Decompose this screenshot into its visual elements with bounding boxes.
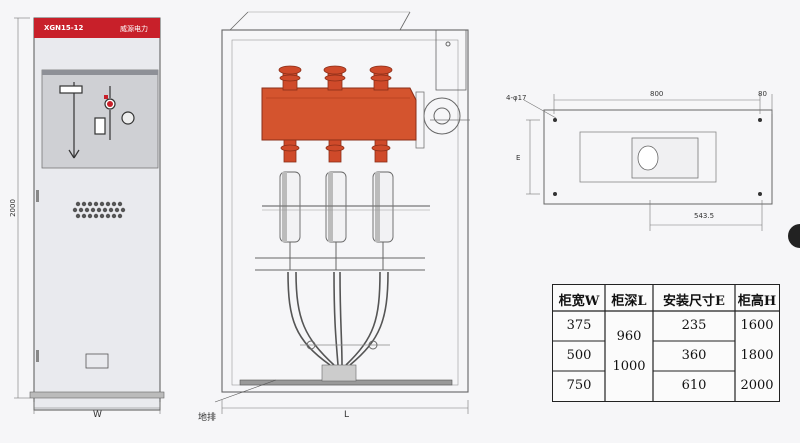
height-value: 1600 bbox=[740, 318, 774, 333]
height-value: 2000 bbox=[740, 378, 774, 393]
header-width: 柜宽W bbox=[558, 294, 600, 309]
height-dimension-label: 2000 bbox=[8, 199, 17, 217]
cable-bundle bbox=[287, 271, 389, 366]
plan-edge-label: 80 bbox=[758, 90, 767, 98]
table-grid bbox=[553, 285, 779, 401]
cabinet-model-label: XGN15-12 bbox=[44, 24, 84, 32]
depth-dimension-label: L bbox=[344, 410, 350, 420]
mount-value: 235 bbox=[681, 318, 707, 333]
width-value: 375 bbox=[566, 318, 592, 333]
side-view-cabinet bbox=[214, 11, 470, 414]
spec-table: 柜宽W 柜深L 安装尺寸E 柜高H 375 500 750 960 1000 2… bbox=[552, 284, 780, 402]
width-value: 750 bbox=[566, 378, 592, 393]
edge-shadow bbox=[788, 224, 800, 248]
plan-bottom-label: 543.5 bbox=[694, 212, 715, 220]
vent-grid bbox=[72, 201, 126, 219]
width-dimension-label: W bbox=[93, 410, 102, 420]
height-value: 1800 bbox=[740, 348, 774, 363]
header-height: 柜高H bbox=[737, 294, 777, 309]
plan-side-label: E bbox=[516, 154, 521, 162]
width-value: 500 bbox=[566, 348, 592, 363]
header-depth: 柜深L bbox=[611, 294, 647, 309]
ground-bar-label: 地排 bbox=[198, 413, 217, 423]
hole-spec-label: 4-φ17 bbox=[506, 94, 527, 102]
depth-value: 960 bbox=[616, 329, 642, 344]
header-mount: 安装尺寸E bbox=[663, 294, 725, 309]
cabinet-brand-label: 威源电力 bbox=[120, 25, 148, 33]
depth-value: 1000 bbox=[612, 359, 646, 374]
base-plan bbox=[523, 94, 773, 231]
plan-length-label: 800 bbox=[650, 90, 664, 98]
front-view-cabinet bbox=[14, 17, 165, 414]
mount-value: 360 bbox=[681, 348, 707, 363]
mount-value: 610 bbox=[681, 378, 707, 393]
